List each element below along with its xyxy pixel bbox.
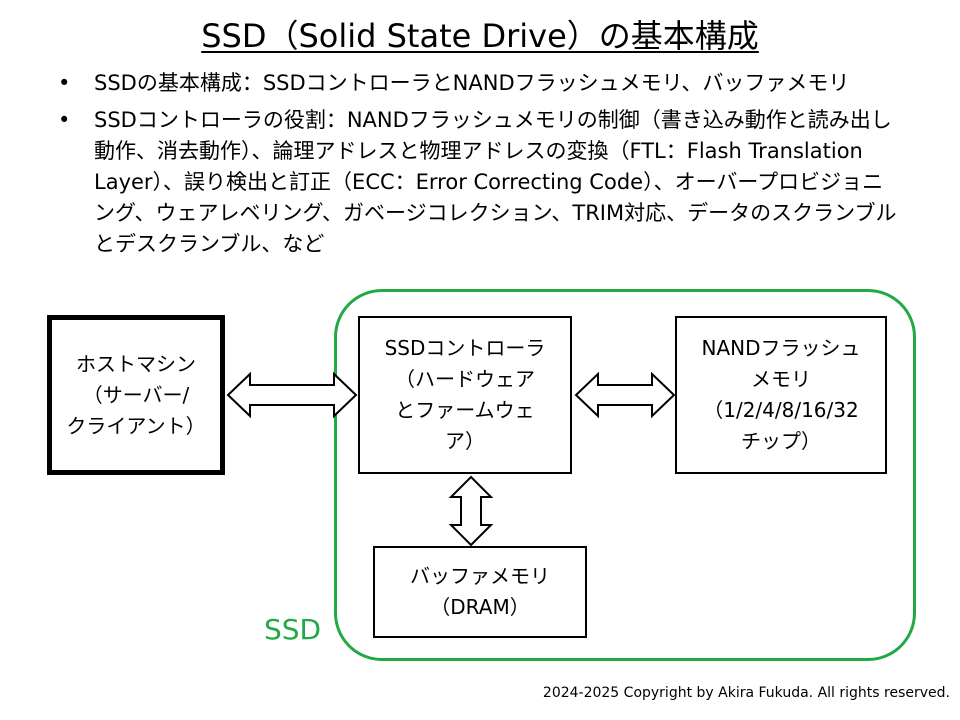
ssd-controller-label: SSDコントローラ （ハードウェア とファームウェ ア）: [384, 336, 546, 453]
bullet-list: SSDの基本構成：SSDコントローラとNANDフラッシュメモリ、バッファメモリ …: [58, 68, 898, 266]
arrow-host-controller: [226, 371, 358, 419]
buffer-memory-box: バッファメモリ （DRAM）: [373, 546, 587, 638]
host-machine-box: ホストマシン （サーバー/ クライアント）: [47, 315, 225, 475]
slide-title: SSD（Solid State Drive）の基本構成: [0, 14, 960, 58]
buffer-memory-label: バッファメモリ （DRAM）: [410, 564, 550, 619]
arrow-controller-nand: [574, 371, 676, 419]
arrow-controller-buffer: [448, 475, 494, 547]
ssd-controller-box: SSDコントローラ （ハードウェア とファームウェ ア）: [358, 316, 572, 474]
ssd-region-outline: [334, 289, 916, 661]
copyright-footer: 2024-2025 Copyright by Akira Fukuda. All…: [542, 685, 950, 701]
host-machine-label: ホストマシン （サーバー/ クライアント）: [66, 351, 206, 438]
nand-flash-box: NANDフラッシュ メモリ （1/2/4/8/16/32 チップ）: [675, 316, 887, 474]
ssd-region-label: SSD: [264, 613, 322, 646]
nand-flash-label: NANDフラッシュ メモリ （1/2/4/8/16/32 チップ）: [701, 336, 861, 453]
bullet-item-basic-structure: SSDの基本構成：SSDコントローラとNANDフラッシュメモリ、バッファメモリ: [58, 68, 898, 99]
bullet-item-controller-role: SSDコントローラの役割：NANDフラッシュメモリの制御（書き込み動作と読み出し…: [58, 105, 898, 260]
slide-title-text: SSD（Solid State Drive）の基本構成: [201, 17, 759, 55]
